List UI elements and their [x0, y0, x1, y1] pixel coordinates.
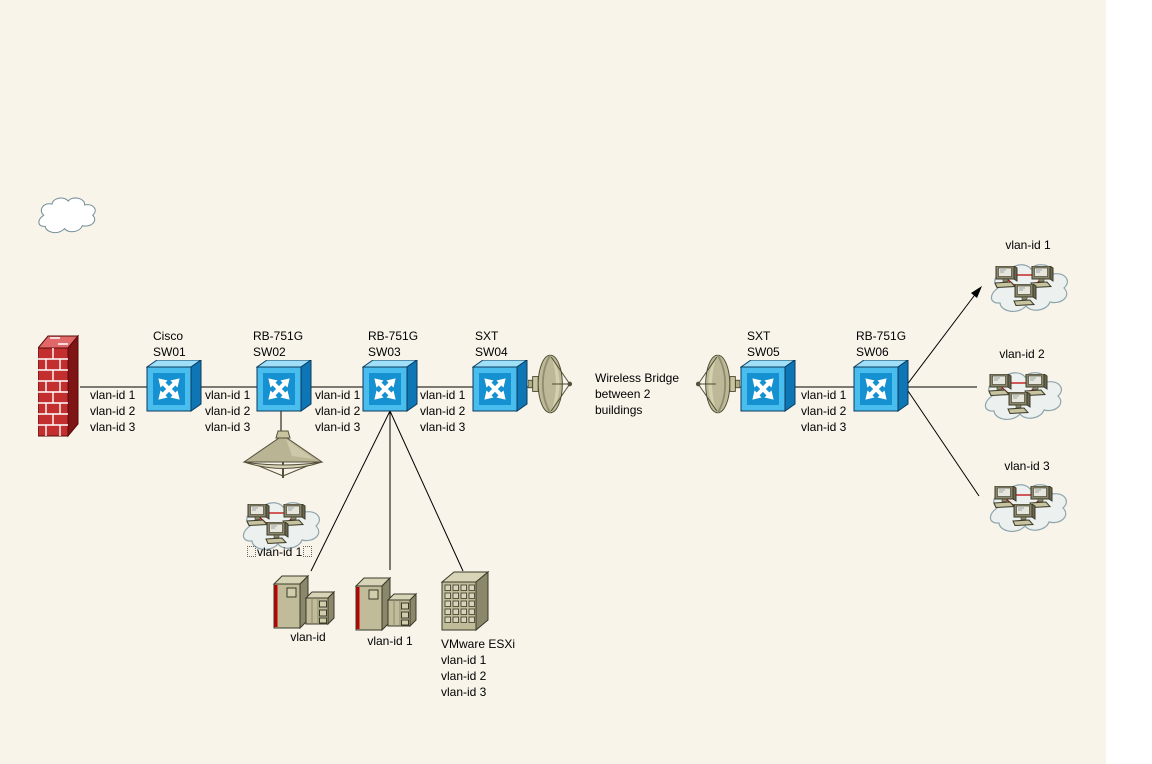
switch-sw03[interactable]	[362, 360, 418, 412]
lan-cloud-2[interactable]	[978, 362, 1066, 424]
trunk-label-sw05-sw06[interactable]: vlan-id 1 vlan-id 2 vlan-id 3	[801, 388, 847, 434]
network-cloud-icon	[983, 474, 1071, 536]
tower-server-icon	[272, 570, 344, 630]
lan-cloud-1-label[interactable]: vlan-id 1	[1005, 238, 1051, 252]
network-cloud-icon	[38, 197, 96, 234]
firewall[interactable]	[38, 334, 88, 438]
network-cloud-icon	[978, 362, 1066, 424]
tower-server-icon	[354, 572, 426, 632]
switch-sw05[interactable]	[740, 360, 796, 412]
switch-sw06-label[interactable]: RB-751G SW06	[856, 329, 907, 359]
satellite-dish-icon	[688, 350, 740, 418]
switch-sw01[interactable]	[146, 360, 202, 412]
selection-handle[interactable]	[303, 546, 313, 557]
switch-sw01-label[interactable]: Cisco SW01	[153, 329, 186, 359]
canvas-right-margin	[1106, 0, 1152, 764]
selection-handle[interactable]	[247, 546, 256, 557]
workgroup-switch-icon	[740, 360, 796, 412]
switch-sw02-label[interactable]: RB-751G SW02	[253, 329, 304, 359]
wireless-bridge-note[interactable]: Wireless Bridge between 2 buildings	[595, 371, 680, 417]
switch-sw04-label[interactable]: SXT SW04	[475, 329, 508, 359]
switch-sw02[interactable]	[256, 360, 312, 412]
lan-cloud-1[interactable]	[984, 254, 1072, 316]
brick-firewall-icon	[38, 334, 88, 438]
trunk-label-sw01-sw02[interactable]: vlan-id 1 vlan-id 2 vlan-id 3	[205, 388, 251, 434]
workgroup-switch-icon	[256, 360, 312, 412]
server-tower-2[interactable]	[354, 572, 426, 632]
workgroup-switch-icon	[146, 360, 202, 412]
workgroup-switch-icon	[853, 360, 909, 412]
rack-server-icon	[440, 570, 492, 632]
access-point[interactable]	[242, 428, 324, 480]
lan-cloud-3-label[interactable]: vlan-id 3	[1004, 459, 1050, 473]
empty-cloud[interactable]	[28, 190, 104, 236]
arrowhead	[971, 286, 982, 298]
switch-sw04[interactable]	[472, 360, 528, 412]
lan-cloud-left-label[interactable]: vlan-id 1	[246, 544, 313, 560]
server-tower-1-label[interactable]: vlan-id	[290, 630, 326, 644]
lan-cloud-2-label[interactable]: vlan-id 2	[999, 347, 1045, 361]
workgroup-switch-icon	[362, 360, 418, 412]
server-tower-2-label[interactable]: vlan-id 1	[367, 634, 413, 648]
trunk-label-fw-sw01[interactable]: vlan-id 1 vlan-id 2 vlan-id 3	[90, 388, 136, 434]
workgroup-switch-icon	[472, 360, 528, 412]
dish-antenna-right[interactable]	[688, 350, 740, 418]
switch-sw05-label[interactable]: SXT SW05	[747, 329, 780, 359]
lan-cloud-3[interactable]	[983, 474, 1071, 536]
switch-sw06[interactable]	[853, 360, 909, 412]
satellite-dish-icon	[528, 350, 580, 418]
dome-antenna-icon	[242, 428, 324, 480]
dish-antenna-left[interactable]	[528, 350, 580, 418]
switch-sw03-label[interactable]: RB-751G SW03	[368, 329, 419, 359]
esxi-host[interactable]	[440, 570, 492, 632]
trunk-label-sw03-sw04[interactable]: vlan-id 1 vlan-id 2 vlan-id 3	[420, 388, 466, 434]
server-tower-1[interactable]	[272, 570, 344, 630]
esxi-label[interactable]: VMware ESXi vlan-id 1 vlan-id 2 vlan-id …	[441, 637, 516, 699]
network-cloud-icon	[984, 254, 1072, 316]
trunk-label-sw02-sw03[interactable]: vlan-id 1 vlan-id 2 vlan-id 3	[315, 388, 361, 434]
